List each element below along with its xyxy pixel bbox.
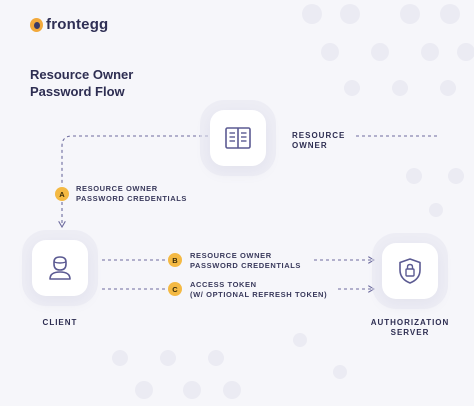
- client-node: [32, 240, 88, 296]
- authorization-server-label: AUTHORIZATION SERVER: [364, 318, 456, 338]
- connector-resource-owner-to-client: [61, 135, 208, 186]
- title-line-1: Resource Owner: [30, 67, 134, 82]
- frontegg-logo: frontegg: [30, 16, 108, 33]
- resource-owner-label-line-2: OWNER: [292, 141, 328, 150]
- step-b-line-2: PASSWORD CREDENTIALS: [190, 261, 302, 270]
- step-c-line-2: (W/ OPTIONAL REFRESH TOKEN): [190, 290, 328, 299]
- resource-owner-label-line-1: RESOURCE: [292, 131, 346, 140]
- step-b-text: RESOURCE OWNER PASSWORD CREDENTIALS: [190, 251, 301, 271]
- book-icon: [225, 127, 251, 149]
- shield-lock-icon: [399, 258, 421, 284]
- step-b-line-1: RESOURCE OWNER: [190, 251, 272, 260]
- authorization-server-label-line-2: SERVER: [390, 328, 430, 337]
- authorization-server-node: [382, 243, 438, 299]
- user-icon: [49, 256, 71, 280]
- step-b-badge: B: [168, 253, 182, 267]
- frontegg-logo-mark: [30, 17, 43, 32]
- diagram-title: Resource Owner Password Flow: [30, 66, 230, 100]
- step-a-line-1: RESOURCE OWNER: [76, 184, 158, 193]
- step-c-line-1: ACCESS TOKEN: [190, 280, 257, 289]
- logo-text: frontegg: [46, 16, 109, 33]
- resource-owner-label: RESOURCE OWNER: [292, 131, 345, 151]
- step-c-text: ACCESS TOKEN (W/ OPTIONAL REFRESH TOKEN): [190, 280, 327, 300]
- client-label: CLIENT: [42, 318, 78, 327]
- title-line-2: Password Flow: [30, 84, 125, 99]
- step-c-badge: C: [168, 282, 182, 296]
- resource-owner-node: [210, 110, 266, 166]
- step-a-line-2: PASSWORD CREDENTIALS: [76, 194, 188, 203]
- step-a-badge: A: [55, 187, 69, 201]
- step-a-text: RESOURCE OWNER PASSWORD CREDENTIALS: [76, 184, 187, 204]
- authorization-server-label-line-1: AUTHORIZATION: [370, 318, 450, 327]
